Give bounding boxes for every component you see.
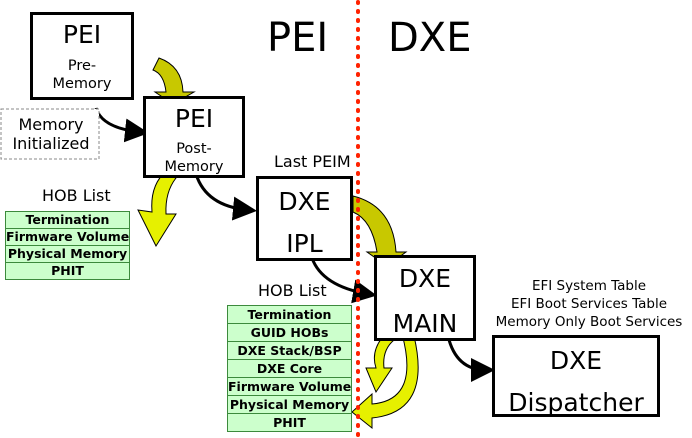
yellow-arrow-hob-list-2a — [365, 332, 395, 394]
dxe-main-title: DXE — [398, 264, 452, 293]
pei-pre-memory-sub1: Pre- — [67, 58, 97, 74]
dxe-dispatcher-sub: Dispatcher — [508, 388, 644, 417]
efi-tables-label: EFI System Table EFI Boot Services Table… — [486, 277, 692, 332]
dxe-dispatcher-box: DXE Dispatcher — [492, 335, 660, 417]
dxe-ipl-sub: IPL — [286, 229, 323, 258]
pei-pre-memory-box: PEI Pre- Memory — [30, 12, 134, 100]
memory-initialized-label: Memory Initialized — [7, 115, 95, 153]
pei-pre-memory-title: PEI — [62, 20, 102, 49]
hob-list-1: Termination Firmware Volume Physical Mem… — [5, 211, 130, 280]
flow-arrow-main-to-dispatcher — [446, 335, 495, 382]
pei-post-memory-title: PEI — [174, 104, 214, 133]
pei-post-memory-sub1: Post- — [176, 141, 212, 157]
yellow-arrow-hob-list-1 — [137, 173, 177, 248]
pei-post-memory-box: PEI Post- Memory — [143, 96, 245, 178]
hob-list-2-title: HOB List — [258, 281, 327, 300]
hob-list-2: Termination GUID HOBs DXE Stack/BSP DXE … — [227, 305, 352, 432]
dxe-main-sub: MAIN — [392, 309, 458, 338]
efi-boot-services-table-text: EFI Boot Services Table — [510, 296, 668, 313]
hob-entry: Firmware Volume — [227, 377, 352, 396]
phase-title-pei: PEI — [267, 15, 329, 61]
memory-initialized-line1: Memory — [18, 115, 84, 134]
pei-post-memory-sub2: Memory — [164, 159, 224, 176]
hob-entry: DXE Core — [227, 359, 352, 378]
hob-entry: GUID HOBs — [227, 323, 352, 342]
hob-entry: Physical Memory — [5, 245, 130, 263]
hob-list-1-title: HOB List — [42, 186, 111, 205]
dxe-main-box: DXE MAIN — [374, 255, 476, 341]
memory-only-boot-services-text: Memory Only Boot Services — [495, 314, 683, 331]
pei-pre-memory-sub2: Memory — [52, 76, 112, 93]
hob-entry: PHIT — [227, 413, 352, 432]
hob-entry: Termination — [5, 211, 130, 229]
flow-arrow-memory-to-post — [94, 107, 149, 143]
hob-entry: DXE Stack/BSP — [227, 341, 352, 360]
yellow-arrow-hob-list-2b — [351, 333, 419, 430]
phase-title-dxe: DXE — [388, 15, 472, 61]
efi-system-table-text: EFI System Table — [531, 278, 647, 294]
flow-arrow-ipl-to-main — [310, 257, 377, 304]
hob-entry: Termination — [227, 305, 352, 324]
hob-entry: Firmware Volume — [5, 228, 130, 246]
memory-initialized-frame — [0, 108, 100, 160]
last-peim-label: Last PEIM — [274, 152, 351, 171]
dxe-dispatcher-title: DXE — [549, 346, 603, 375]
flow-arrow-post-to-ipl — [194, 173, 257, 221]
hob-entry: Physical Memory — [227, 395, 352, 414]
hob-entry: PHIT — [5, 262, 130, 280]
dxe-ipl-box: DXE IPL — [256, 176, 353, 261]
dxe-ipl-title: DXE — [278, 187, 331, 216]
memory-initialized-line2: Initialized — [12, 134, 90, 154]
